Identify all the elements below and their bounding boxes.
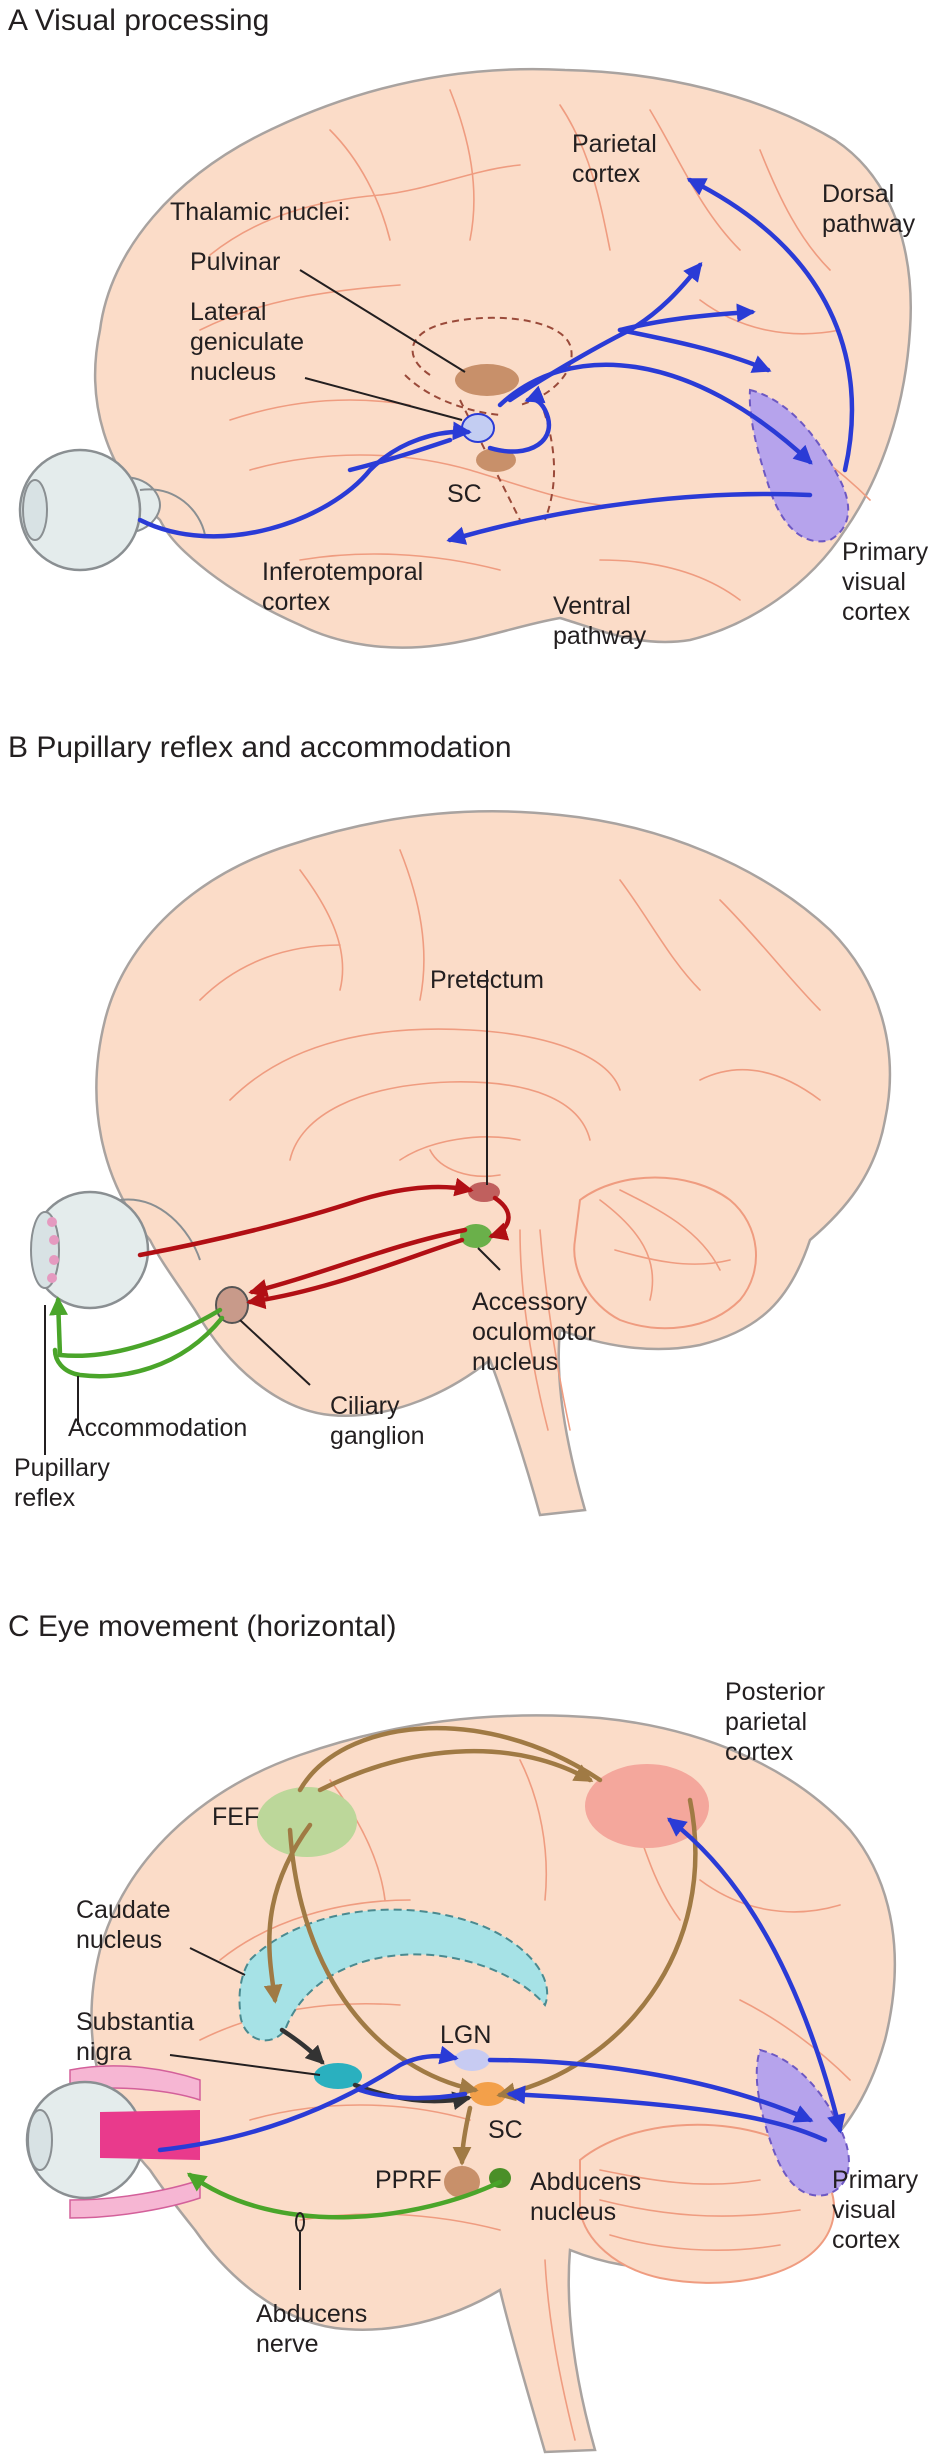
pulvinar-nucleus-a — [455, 364, 519, 396]
primary-visual-cortex-a — [748, 388, 850, 543]
labels-a: Parietal cortex Dorsal pathway Thalamic … — [170, 130, 929, 650]
oculomotor-pathways-c — [157, 1725, 846, 2232]
label-ventral-1: Ventral — [553, 592, 631, 620]
label-abducens-nucleus-2: nucleus — [530, 2198, 616, 2226]
eye-c — [25, 2065, 201, 2219]
label-parietal-2: cortex — [572, 160, 641, 188]
eye-a — [18, 448, 206, 572]
brain-midsagittal-b — [95, 810, 892, 1517]
label-pulvinar: Pulvinar — [190, 248, 280, 276]
pprf-region — [444, 2166, 480, 2198]
cerebellum-b — [573, 1176, 757, 1330]
leader-substantia — [169, 2054, 321, 2076]
accessory-oculomotor-nucleus — [460, 1224, 492, 1248]
lgn-region-c — [454, 2049, 490, 2071]
labels-b: Pretectum Accessory oculomotor nucleus C… — [14, 966, 596, 1512]
brain-lateral-a — [93, 67, 912, 649]
label-dorsal-1: Dorsal — [822, 180, 894, 208]
leader-ciliary — [239, 1319, 311, 1386]
label-thalamic: Thalamic nuclei: — [170, 198, 351, 226]
label-accessory-1: Accessory — [472, 1288, 588, 1316]
panel-c: C Eye movement (horizontal) — [8, 1610, 919, 2454]
label-primary-c-3: cortex — [832, 2226, 901, 2254]
label-primary-c-1: Primary — [832, 2166, 919, 2194]
label-accessory-3: nucleus — [472, 1348, 558, 1376]
label-primary-c-2: visual — [832, 2196, 896, 2224]
fef-region — [257, 1787, 357, 1857]
label-primary-a-3: cortex — [842, 598, 911, 626]
label-lgn-c: LGN — [440, 2021, 491, 2049]
label-lgn-2: geniculate — [190, 328, 304, 356]
pretectum-nucleus — [468, 1182, 500, 1202]
panel-b: B Pupillary reflex and accommodation — [8, 731, 892, 1517]
label-lgn-1: Lateral — [190, 298, 266, 326]
label-dorsal-2: pathway — [822, 210, 916, 238]
label-caudate-2: nucleus — [76, 1926, 162, 1954]
panel-a-title: A Visual processing — [8, 4, 269, 37]
label-fef: FEF — [212, 1803, 259, 1831]
label-caudate-1: Caudate — [76, 1896, 171, 1924]
labels-c: Posterior parietal cortex FEF Caudate nu… — [76, 1678, 919, 2358]
label-posterior-2: parietal — [725, 1708, 807, 1736]
lgn-nucleus-a — [461, 413, 495, 443]
panel-b-title: B Pupillary reflex and accommodation — [8, 731, 512, 764]
eye-b — [30, 1190, 201, 1310]
caudate-region — [238, 1908, 549, 2042]
label-pretectum: Pretectum — [430, 966, 544, 994]
label-abducens-nucleus-1: Abducens — [530, 2168, 641, 2196]
label-accessory-2: oculomotor — [472, 1318, 596, 1346]
leader-accessory — [477, 1247, 501, 1271]
label-ciliary-2: ganglion — [330, 1422, 425, 1450]
panel-c-title: C Eye movement (horizontal) — [8, 1610, 396, 1643]
label-lgn-3: nucleus — [190, 358, 276, 386]
label-inferotemporal-2: cortex — [262, 588, 331, 616]
label-inferotemporal-1: Inferotemporal — [262, 558, 423, 586]
sulci-b — [199, 849, 821, 1431]
label-pupillary-1: Pupillary — [14, 1454, 110, 1482]
label-posterior-3: cortex — [725, 1738, 794, 1766]
label-posterior-1: Posterior — [725, 1678, 825, 1706]
label-substantia-2: nigra — [76, 2038, 132, 2066]
label-ventral-2: pathway — [553, 622, 647, 650]
label-sc-c: SC — [488, 2116, 523, 2144]
label-sc-a: SC — [447, 480, 482, 508]
label-pupillary-2: reflex — [14, 1484, 76, 1512]
label-pprf: PPRF — [375, 2166, 442, 2194]
label-abducens-nerve-2: nerve — [256, 2330, 319, 2358]
leader-lgn-a — [304, 377, 463, 421]
leader-caudate — [189, 1947, 246, 1976]
label-substantia-1: Substantia — [76, 2008, 194, 2036]
leader-pulvinar-a — [299, 269, 466, 373]
panel-a: A Visual processing — [8, 4, 929, 650]
label-primary-a-2: visual — [842, 568, 906, 596]
substantia-nigra-region — [314, 2063, 362, 2089]
label-ciliary-1: Ciliary — [330, 1392, 400, 1420]
label-parietal-1: Parietal — [572, 130, 657, 158]
pupillary-pathways-b — [49, 1177, 511, 1379]
label-abducens-nerve-1: Abducens — [256, 2300, 367, 2328]
label-accommodation: Accommodation — [68, 1414, 247, 1442]
visual-pathways-a — [137, 177, 855, 545]
sc-nucleus-a — [476, 448, 516, 472]
label-primary-a-1: Primary — [842, 538, 929, 566]
